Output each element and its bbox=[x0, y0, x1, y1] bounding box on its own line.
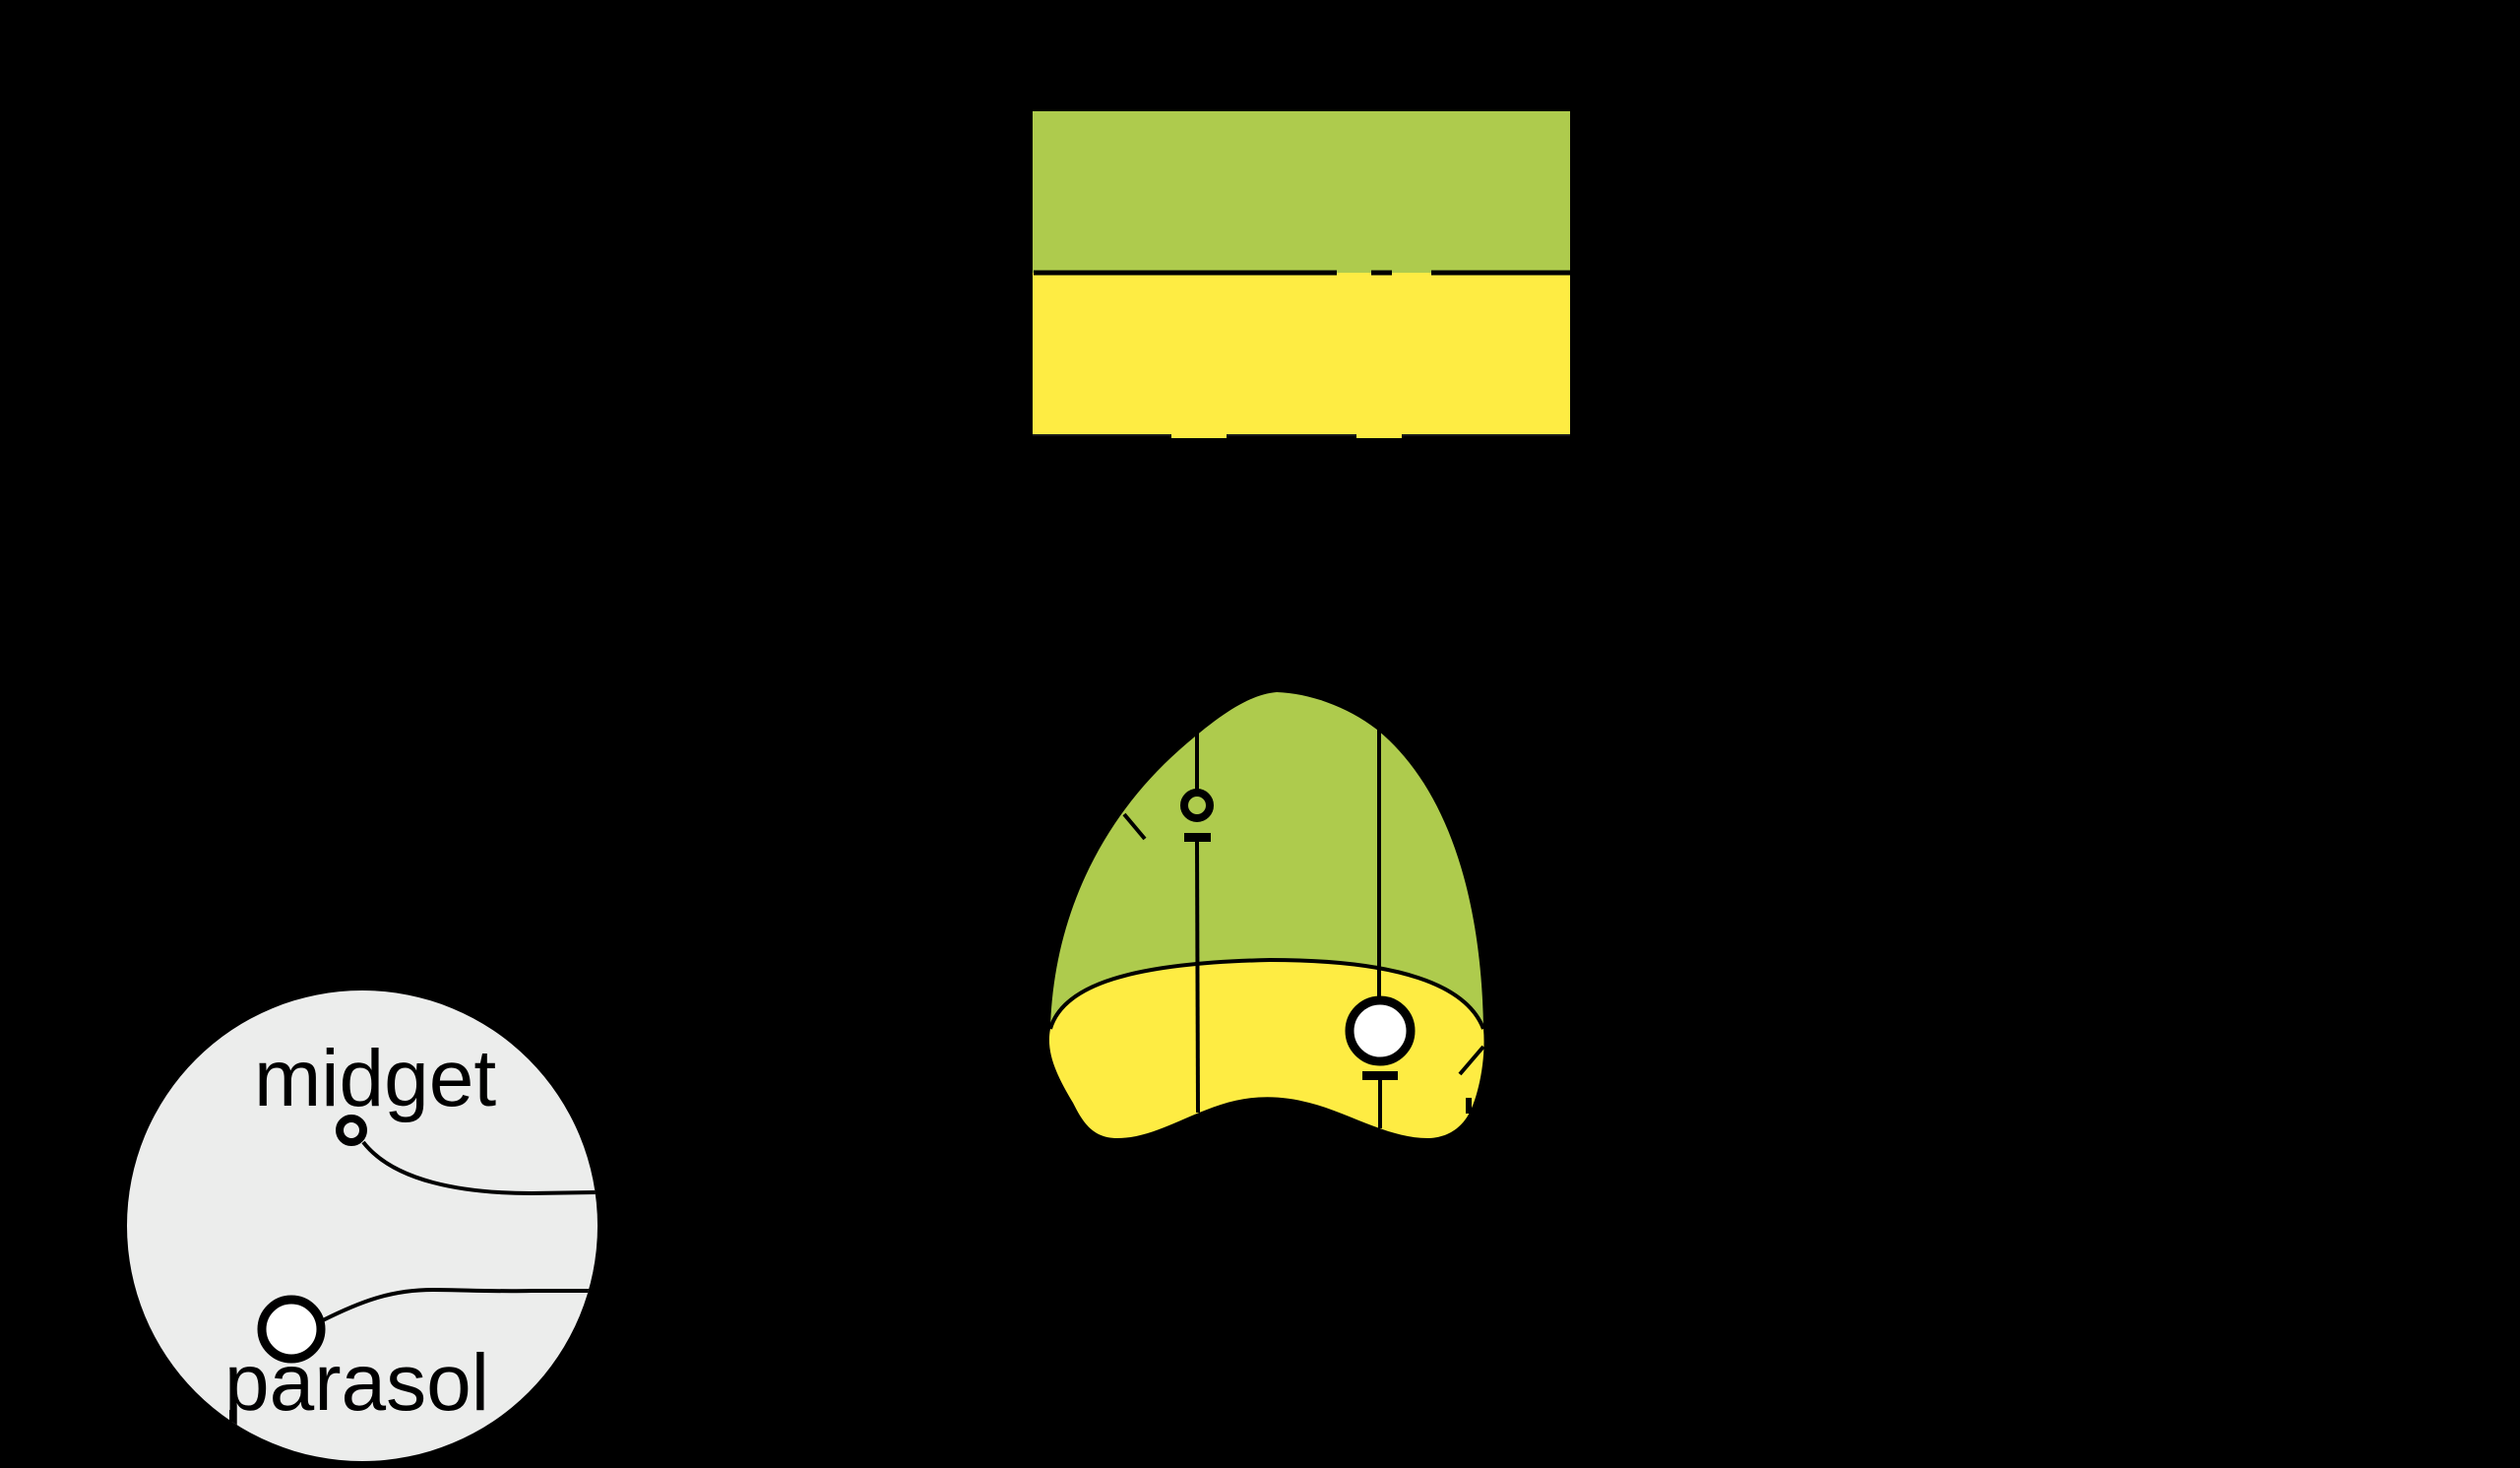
inset-midget-cell bbox=[336, 1115, 367, 1146]
rect-notch-right bbox=[1356, 435, 1402, 438]
midget-axon bbox=[1195, 841, 1200, 1114]
inset-label-parasol: parasol bbox=[224, 1338, 489, 1428]
rect-notch-left bbox=[1171, 435, 1227, 438]
retina-inner-layer-yellow bbox=[1048, 960, 1484, 1138]
parasol-cell-body bbox=[1345, 995, 1416, 1066]
midget-cell-body bbox=[1180, 789, 1214, 822]
retina-outer-layer-green bbox=[1050, 692, 1483, 1044]
inset-midget-axon bbox=[361, 1140, 598, 1196]
inset-background bbox=[127, 990, 598, 1461]
left-tick-mark bbox=[1122, 812, 1147, 841]
right-tick-mark bbox=[1458, 1045, 1485, 1076]
layer-boundary-curve bbox=[1048, 957, 1485, 1030]
inset-label-midget: midget bbox=[254, 1034, 496, 1123]
retina-parasol-cell bbox=[1345, 729, 1416, 1128]
rect-top-layer-green bbox=[1033, 111, 1570, 273]
parasol-p-descender bbox=[229, 1410, 236, 1422]
midget-synapse-bar bbox=[1184, 833, 1211, 842]
layers-rectangle bbox=[1033, 111, 1570, 438]
right-notch bbox=[1466, 1098, 1472, 1114]
retina-midget-cell bbox=[1180, 731, 1214, 1114]
rect-bottom-layer-yellow bbox=[1033, 273, 1570, 435]
parasol-synapse-bar bbox=[1362, 1071, 1398, 1080]
inset-parasol-axon bbox=[322, 1287, 598, 1322]
cell-type-inset: midget parasol bbox=[127, 990, 598, 1461]
inset-parasol-cell bbox=[257, 1295, 326, 1364]
retina-cross-section bbox=[1048, 692, 1485, 1138]
